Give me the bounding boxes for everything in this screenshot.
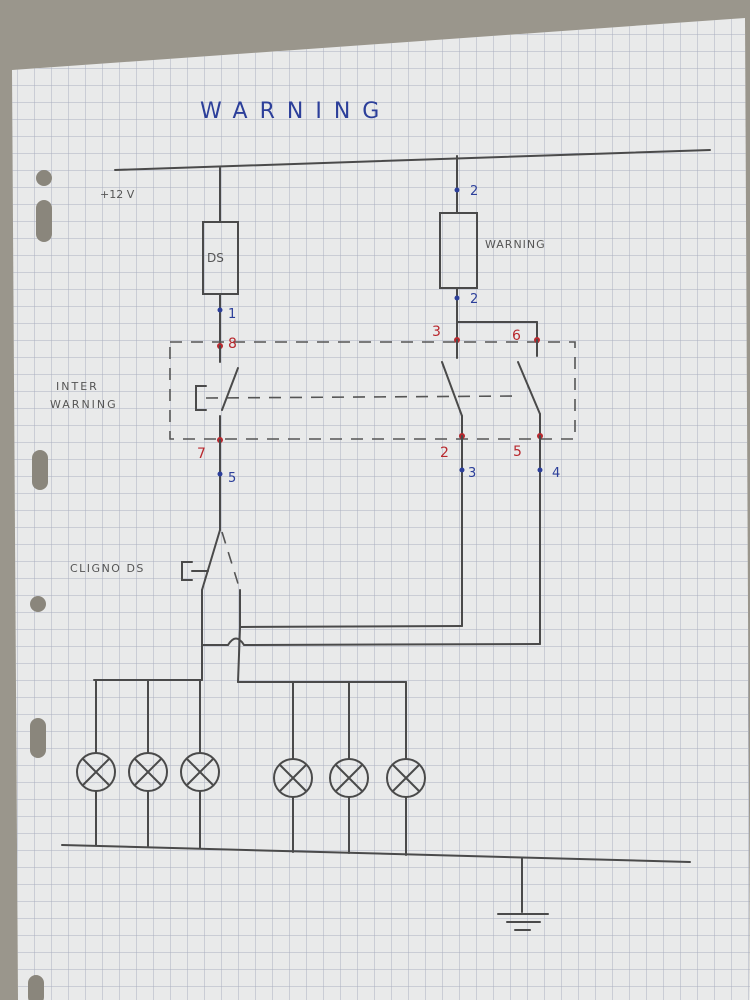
node-dot xyxy=(454,187,460,193)
cligno-contact-right xyxy=(221,531,241,591)
node-dot xyxy=(217,307,223,313)
pin-ds-1: 1 xyxy=(228,307,236,322)
wire-right-feed xyxy=(237,627,241,683)
pin-relay-bottom: 2 xyxy=(470,292,478,307)
wire-tie-3 xyxy=(239,625,463,628)
contact-6-5 xyxy=(517,361,541,415)
switch-linkage xyxy=(205,395,521,399)
contact-8-7 xyxy=(221,367,239,411)
ground-icon xyxy=(497,913,549,931)
pin-inter-8: 8 xyxy=(228,336,237,352)
node-dot xyxy=(537,467,543,473)
binder-holes xyxy=(28,170,52,1000)
node-dot xyxy=(454,295,460,301)
binder-hole xyxy=(36,200,52,242)
switch-label: INTER WARNING xyxy=(50,380,118,411)
pin-out-3: 3 xyxy=(468,466,476,481)
node-dot xyxy=(459,467,465,473)
binder-hole xyxy=(28,975,44,1000)
inter-warning-box xyxy=(169,341,576,440)
diagram-title: WARNING xyxy=(200,99,391,124)
cligno-label: CLIGNO DS xyxy=(70,562,145,575)
relay-label: WARNING xyxy=(485,238,546,251)
pin-relay-top: 2 xyxy=(470,184,478,199)
pin-inter-5: 5 xyxy=(513,444,522,460)
wire-tie-4 xyxy=(201,637,541,647)
paper-grid xyxy=(12,18,750,1000)
switch-actuator xyxy=(195,385,207,411)
binder-hole xyxy=(30,718,46,758)
pin-left-5: 5 xyxy=(228,471,236,486)
binder-hole xyxy=(36,170,52,186)
pin-inter-7: 7 xyxy=(197,446,206,462)
binder-hole xyxy=(32,450,48,490)
contact-3-2 xyxy=(441,361,463,417)
binder-hole xyxy=(30,596,46,612)
pin-inter-2: 2 xyxy=(440,445,449,461)
pin-out-4: 4 xyxy=(552,466,560,481)
switch-label-line: WARNING xyxy=(50,398,118,411)
node-dot xyxy=(217,471,223,477)
ds-label: DS xyxy=(207,251,224,265)
switch-label-line: INTER xyxy=(56,380,99,393)
supply-label: +12 V xyxy=(100,188,135,201)
pin-inter-6: 6 xyxy=(512,328,521,344)
pin-inter-3: 3 xyxy=(432,324,441,340)
cligno-contact-left xyxy=(201,529,221,591)
supply-rail xyxy=(114,149,711,171)
warning-relay xyxy=(439,212,478,289)
cligno-actuator xyxy=(181,561,193,581)
ground-rail xyxy=(61,844,691,863)
